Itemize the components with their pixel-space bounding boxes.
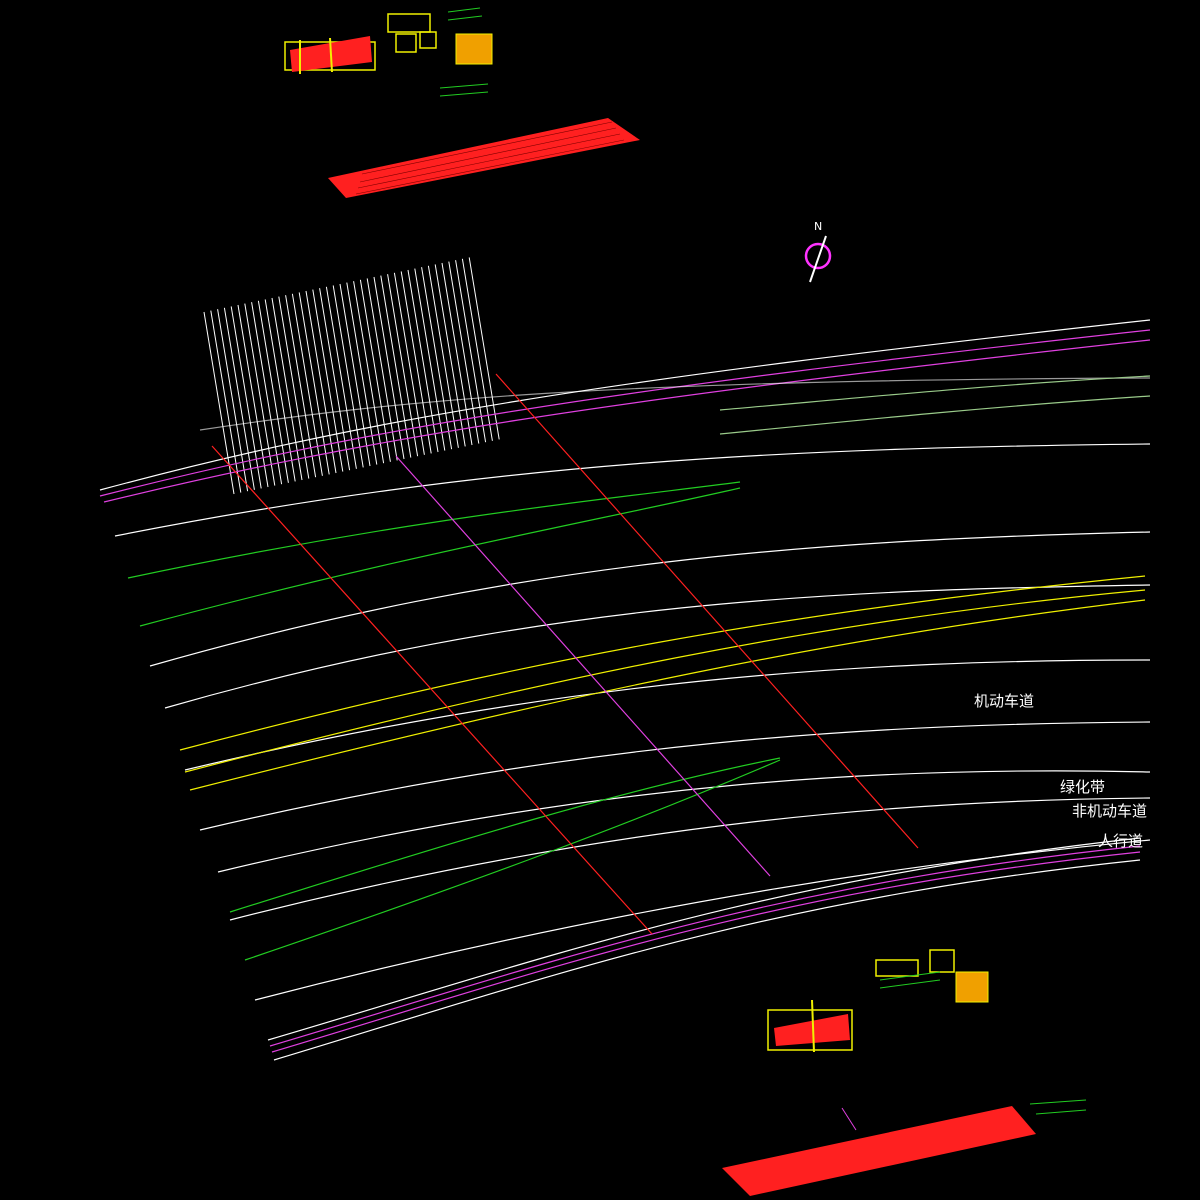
label-non-motor-lane: 非机动车道 — [1072, 802, 1147, 820]
detail-block-top — [284, 7, 493, 97]
north-arrow: N — [804, 220, 832, 283]
grid-line — [421, 267, 453, 450]
hatched-strip-top — [328, 118, 640, 198]
grid-line — [366, 278, 398, 461]
grid-line — [223, 307, 255, 490]
grid-line — [319, 288, 351, 471]
grid-line — [461, 258, 493, 441]
grid-line — [359, 279, 391, 462]
label-motor-lane: 机动车道 — [974, 692, 1034, 710]
grid-line — [271, 297, 303, 481]
grid-line — [373, 276, 405, 460]
label-green-belt: 绿化带 — [1060, 778, 1105, 796]
road-alignment-lines — [99, 319, 1151, 1061]
grid-line — [264, 299, 296, 482]
grid-line — [278, 296, 310, 479]
grid-line — [237, 304, 269, 488]
grid-line — [407, 269, 439, 453]
grid-line — [203, 311, 235, 495]
grid-line — [400, 271, 432, 454]
grid-line — [393, 272, 425, 455]
grid-line — [434, 264, 466, 447]
grid-line — [230, 306, 262, 489]
grid-line — [251, 302, 283, 485]
grid-line — [210, 310, 242, 493]
cross-section-lines — [211, 373, 919, 935]
grid-line — [257, 300, 289, 483]
grid-line — [468, 257, 500, 440]
grid-line — [427, 265, 459, 448]
grid-line — [441, 262, 473, 446]
label-sidewalk: 人行道 — [1098, 832, 1143, 850]
grid-line — [414, 268, 446, 451]
grid-line — [291, 293, 323, 476]
grid-line — [298, 292, 330, 475]
hatched-strip-bottom — [722, 1106, 1036, 1196]
grid-line — [380, 275, 412, 458]
grid-line — [285, 295, 317, 478]
north-label: N — [814, 220, 822, 233]
grid-line — [455, 260, 487, 443]
grid-line — [353, 281, 385, 464]
grid-line — [325, 286, 357, 469]
grid-line — [448, 261, 480, 444]
grid-line — [312, 289, 344, 472]
grid-line — [217, 309, 249, 492]
detail-block-bottom — [767, 949, 1087, 1115]
lane-labels: 机动车道 绿化带 非机动车道 人行道 — [974, 692, 1147, 850]
grid-line — [305, 290, 337, 474]
station-grid — [203, 257, 500, 495]
grid-line — [332, 285, 364, 468]
grid-line — [244, 303, 276, 486]
grid-line — [387, 274, 419, 457]
grid-line — [339, 283, 371, 467]
grid-line — [346, 282, 378, 465]
